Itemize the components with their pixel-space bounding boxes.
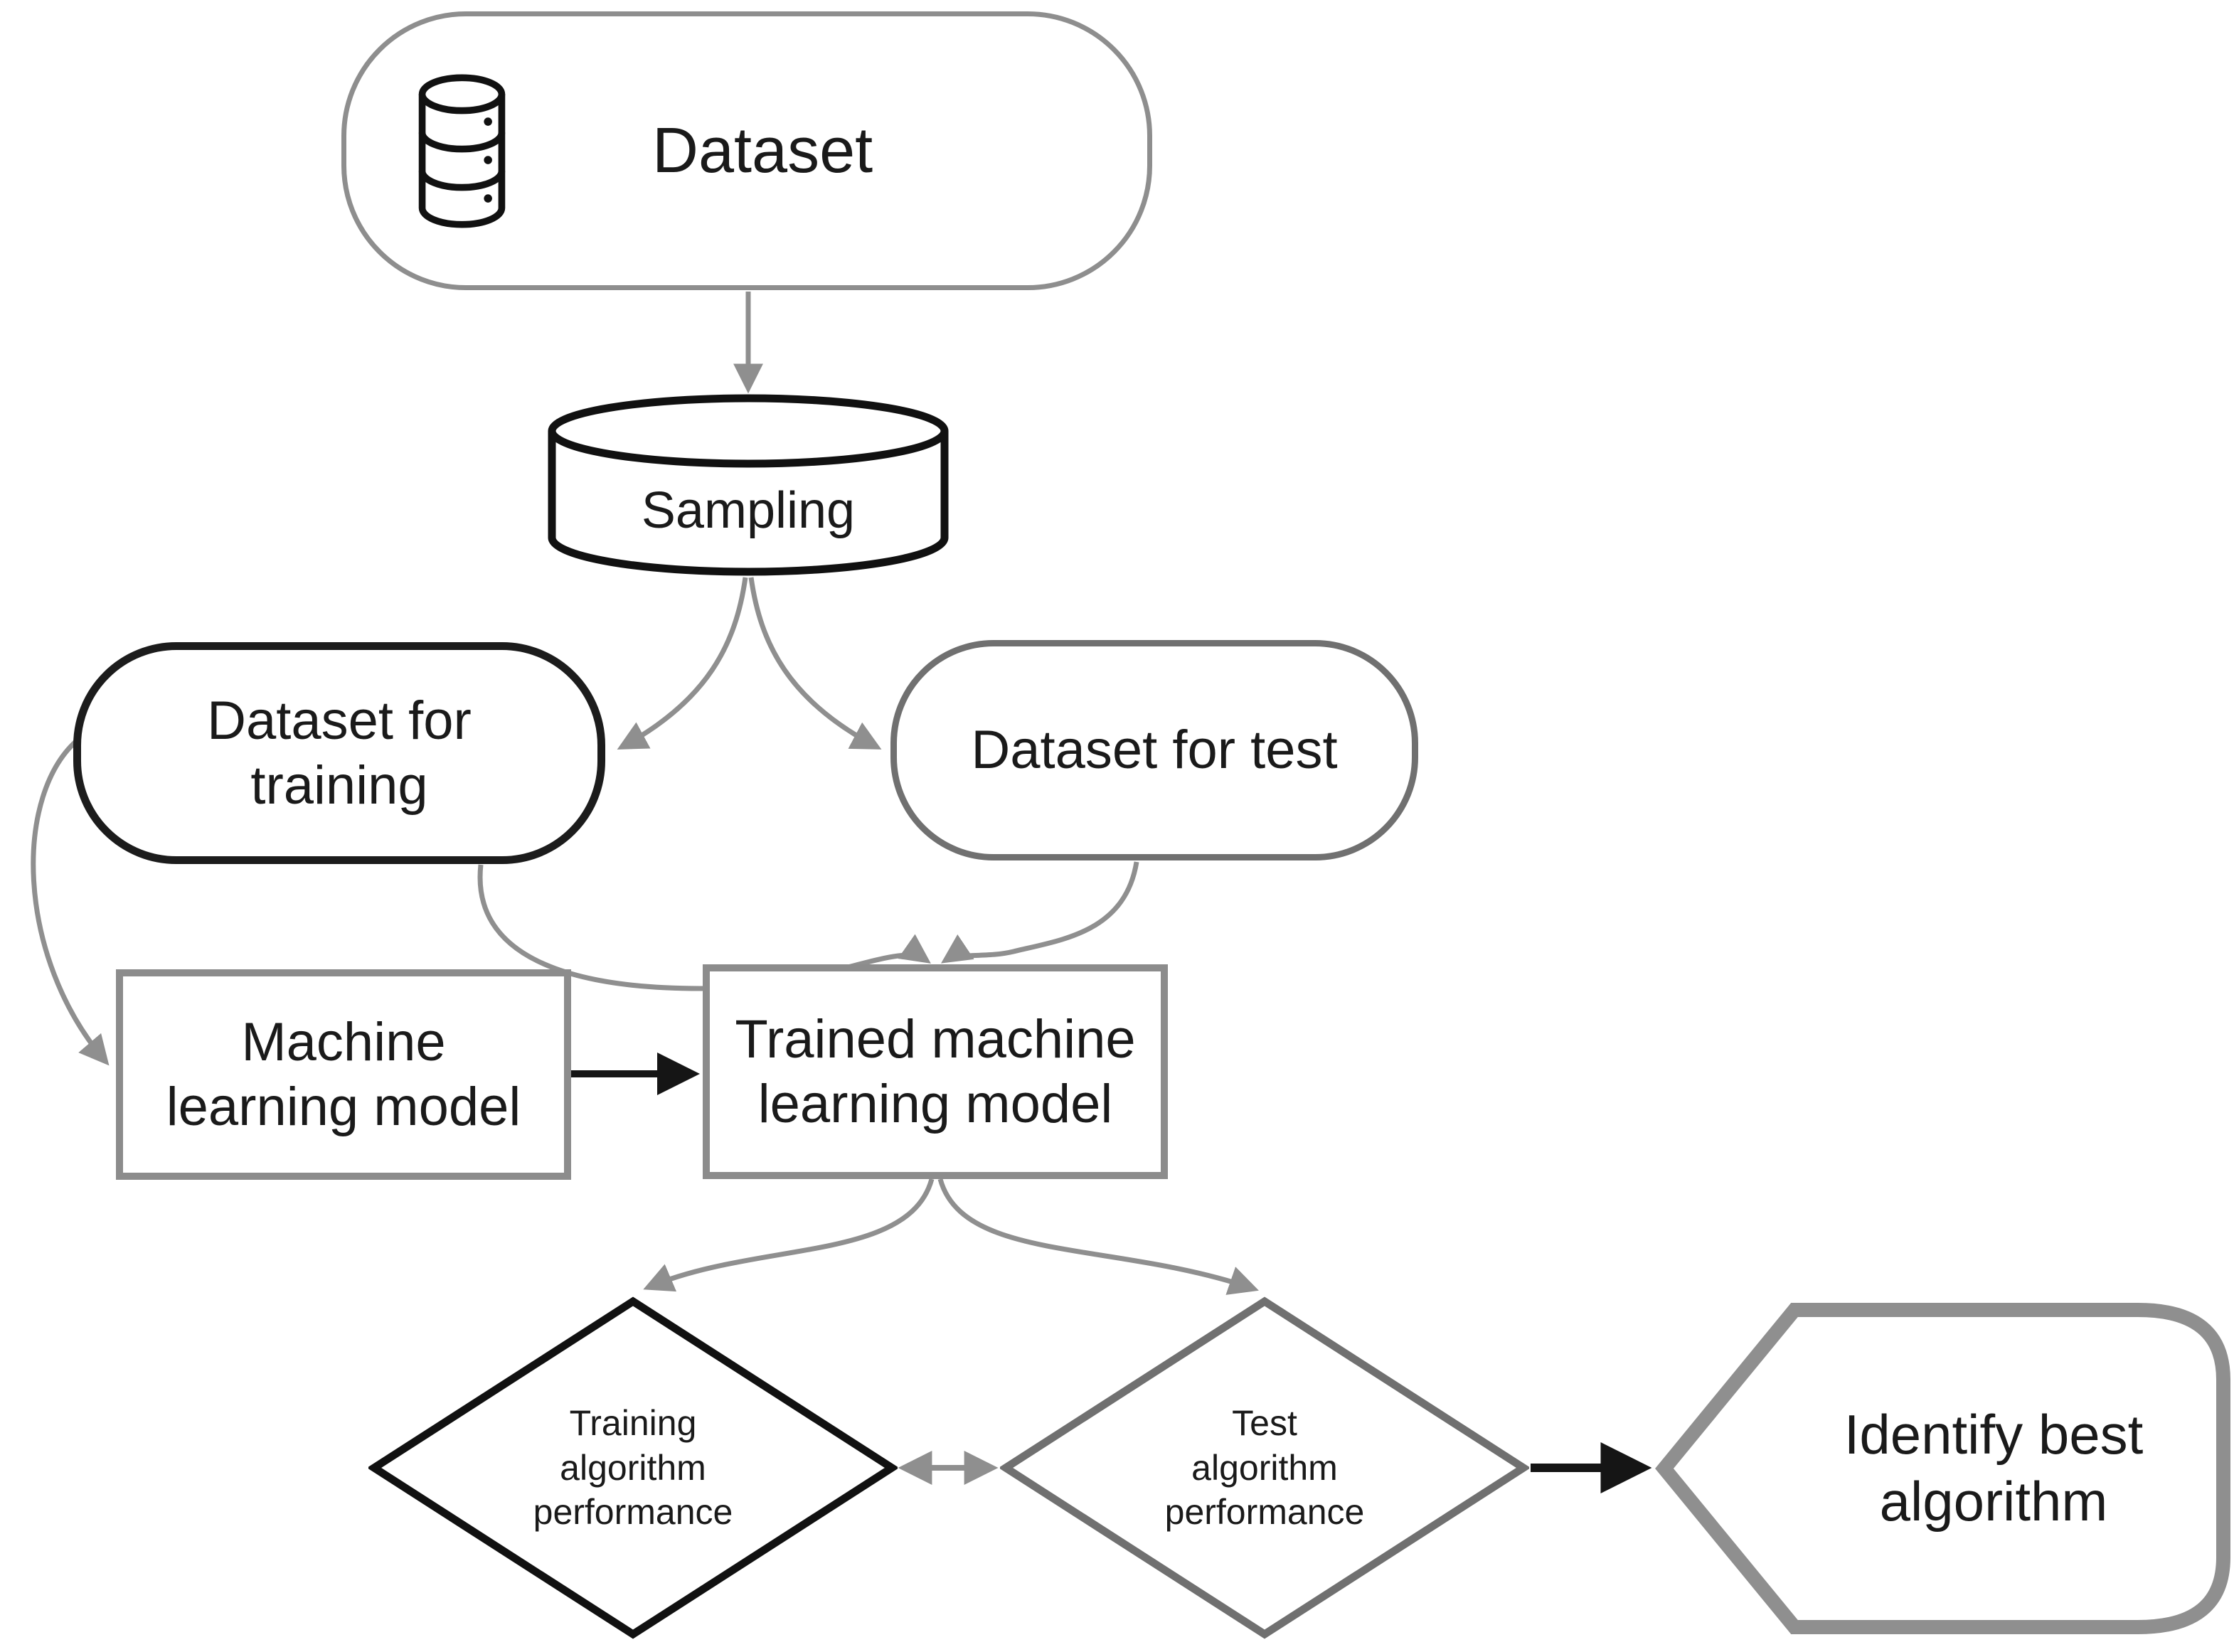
node-test-performance-label: Test algorithm performance — [1164, 1403, 1365, 1533]
arrow-sampling-to-test-data — [748, 577, 882, 750]
arrow-trained-model-to-test-performance — [937, 1178, 1259, 1295]
node-trained-model-label: Trained machine learning model — [735, 1008, 1136, 1134]
node-training-performance: Training algorithm performance — [368, 1296, 898, 1640]
node-dataset: Dataset — [341, 11, 1152, 290]
node-ml-model: Machine learning model — [116, 969, 571, 1180]
node-dataset-training-label: Dataset for training — [207, 690, 472, 816]
node-dataset-label: Dataset — [652, 115, 873, 186]
node-sampling: Sampling — [544, 391, 952, 580]
node-sampling-label: Sampling — [641, 481, 856, 539]
node-test-performance: Test algorithm performance — [1000, 1296, 1529, 1640]
node-dataset-test-label: Dataset for test — [971, 720, 1338, 781]
node-identify-best-label: Identify best algorithm — [1844, 1403, 2144, 1533]
node-identify-best: Identify best algorithm — [1649, 1301, 2232, 1636]
database-icon — [418, 74, 506, 228]
diamond-shape — [1000, 1296, 1529, 1639]
arrow-sampling-to-training-data — [617, 577, 748, 750]
node-training-performance-label: Training algorithm performance — [533, 1403, 733, 1533]
node-dataset-training: Dataset for training — [73, 642, 605, 864]
arrow-test-data-to-trained-model — [941, 861, 1139, 964]
diamond-shape — [368, 1296, 898, 1639]
hexagon-shape — [1655, 1303, 2230, 1634]
node-dataset-test: Dataset for test — [890, 640, 1418, 860]
arrow-training-data-to-trained-model — [477, 864, 931, 991]
cylinder-shape — [548, 394, 949, 576]
arrow-training-data-to-ml-model — [31, 736, 110, 1066]
node-ml-model-label: Machine learning model — [166, 1011, 521, 1137]
arrow-trained-model-to-training-performance — [643, 1178, 935, 1292]
node-trained-model: Trained machine learning model — [703, 964, 1168, 1179]
